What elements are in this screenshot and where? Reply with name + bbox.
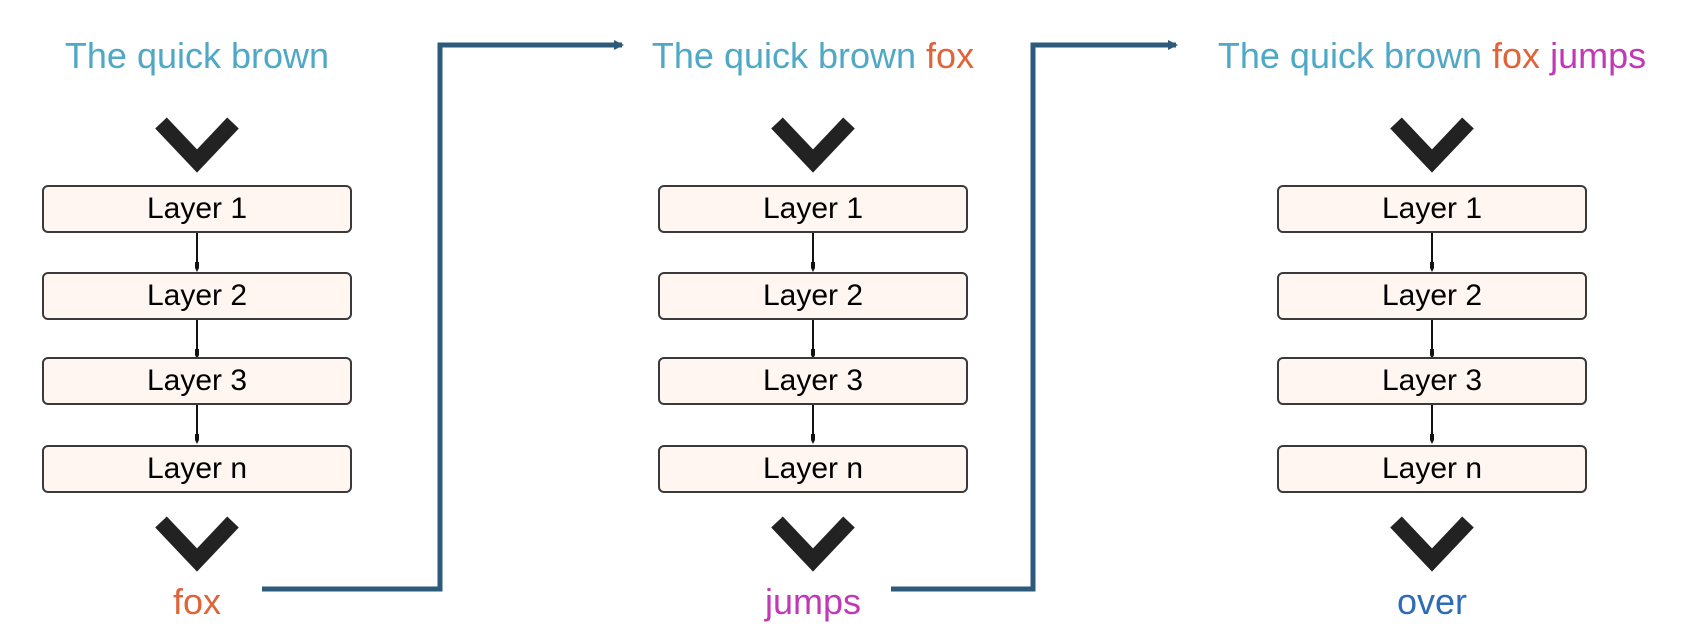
layer-box: Layer 2 [1277, 272, 1587, 320]
input-prompt: The quick brown [17, 30, 377, 82]
arrow-down-icon [1430, 405, 1434, 444]
arrow-down-icon [1430, 233, 1434, 272]
prompt-token: jumps [1540, 35, 1647, 76]
chevron-down-icon [155, 117, 239, 173]
step-1: The quick brown Layer 1 Layer 2 Layer 3 … [17, 0, 377, 642]
chevron-down-icon [155, 516, 239, 572]
layer-box: Layer n [1277, 445, 1587, 493]
layer-box: Layer 3 [42, 357, 352, 405]
arrow-down-icon [195, 320, 199, 359]
arrow-down-icon [1430, 320, 1434, 359]
output-token: jumps [764, 581, 862, 622]
prompt-token: fox [916, 35, 975, 76]
layer-box: Layer 1 [1277, 185, 1587, 233]
arrow-down-icon [811, 405, 815, 444]
arrow-down-icon [811, 320, 815, 359]
arrow-down-icon [811, 233, 815, 272]
output-token: over [1396, 581, 1468, 622]
layer-box: Layer n [42, 445, 352, 493]
layer-box: Layer n [658, 445, 968, 493]
connector-step-2-to-3 [891, 40, 1178, 592]
arrow-down-icon [195, 405, 199, 444]
prompt-token: fox [1482, 35, 1541, 76]
layer-box: Layer 1 [658, 185, 968, 233]
output-token: fox [172, 581, 222, 622]
prompt-token: The quick brown [64, 35, 330, 76]
chevron-down-icon [1390, 117, 1474, 173]
layer-box: Layer 2 [658, 272, 968, 320]
layer-box: Layer 3 [1277, 357, 1587, 405]
layer-box: Layer 1 [42, 185, 352, 233]
prompt-token: The quick brown [651, 35, 917, 76]
input-prompt: The quick brown fox [633, 30, 993, 82]
chevron-down-icon [771, 516, 855, 572]
connector-step-1-to-2 [262, 40, 624, 592]
chevron-down-icon [1390, 516, 1474, 572]
prompt-token: The quick brown [1217, 35, 1483, 76]
step-3: The quick brown fox jumps Layer 1 Layer … [1218, 0, 1646, 642]
layer-box: Layer 2 [42, 272, 352, 320]
layer-box: Layer 3 [658, 357, 968, 405]
step-2: The quick brown fox Layer 1 Layer 2 Laye… [633, 0, 993, 642]
chevron-down-icon [771, 117, 855, 173]
arrow-down-icon [195, 233, 199, 272]
input-prompt: The quick brown fox jumps [1192, 30, 1672, 82]
